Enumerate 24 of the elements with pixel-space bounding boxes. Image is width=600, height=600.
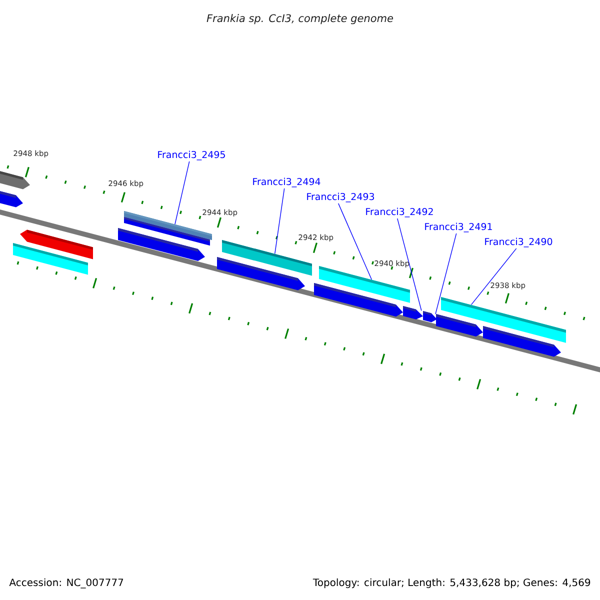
genome-info-text: Topology: circular; Length: 5,433,628 bp; Genes: 4,569	[312, 578, 590, 588]
leader-line	[397, 218, 422, 311]
gene-block	[0, 189, 23, 208]
gene-block	[20, 230, 93, 260]
leader-line	[435, 233, 457, 314]
title: Frankia sp. CcI3, complete genome	[206, 14, 394, 24]
gene-label: Francci3_2493	[307, 192, 374, 202]
gene-block	[0, 169, 30, 190]
gene-label: Francci3_2490	[485, 238, 552, 248]
leader-line	[174, 161, 190, 225]
leader-line	[338, 203, 372, 280]
gene-block	[423, 311, 437, 322]
gene-label: Francci3_2494	[253, 178, 320, 188]
gene-label: Francci3_2492	[366, 208, 433, 218]
gene-label: Francci3_2495	[158, 150, 225, 160]
gene-block	[483, 326, 561, 357]
gene-block	[403, 306, 423, 320]
gene-bar	[319, 266, 410, 303]
gene-bar	[222, 240, 312, 276]
accession-text: Accession: NC_007777	[9, 578, 124, 588]
leader-line	[470, 248, 517, 306]
gene-bar	[124, 217, 210, 246]
leader-line	[274, 188, 285, 254]
gene-label: Francci3_2491	[425, 222, 492, 232]
